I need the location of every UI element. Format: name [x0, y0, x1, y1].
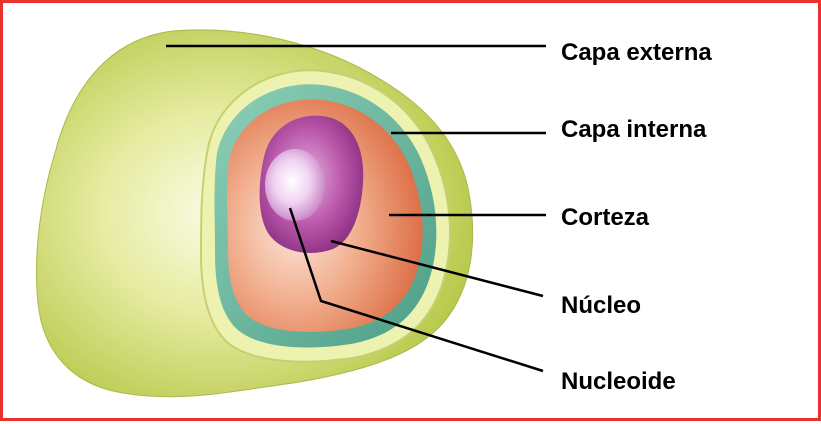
- label-cortex: Corteza: [561, 204, 650, 231]
- label-outer-layer: Capa externa: [561, 39, 712, 66]
- label-nucleus: Núcleo: [561, 292, 641, 319]
- spore-diagram: Capa externa Capa interna Corteza Núcleo…: [3, 3, 821, 424]
- nucleoid-shape: [265, 149, 325, 221]
- label-nucleoid: Nucleoide: [561, 368, 676, 395]
- label-inner-layer: Capa interna: [561, 116, 707, 143]
